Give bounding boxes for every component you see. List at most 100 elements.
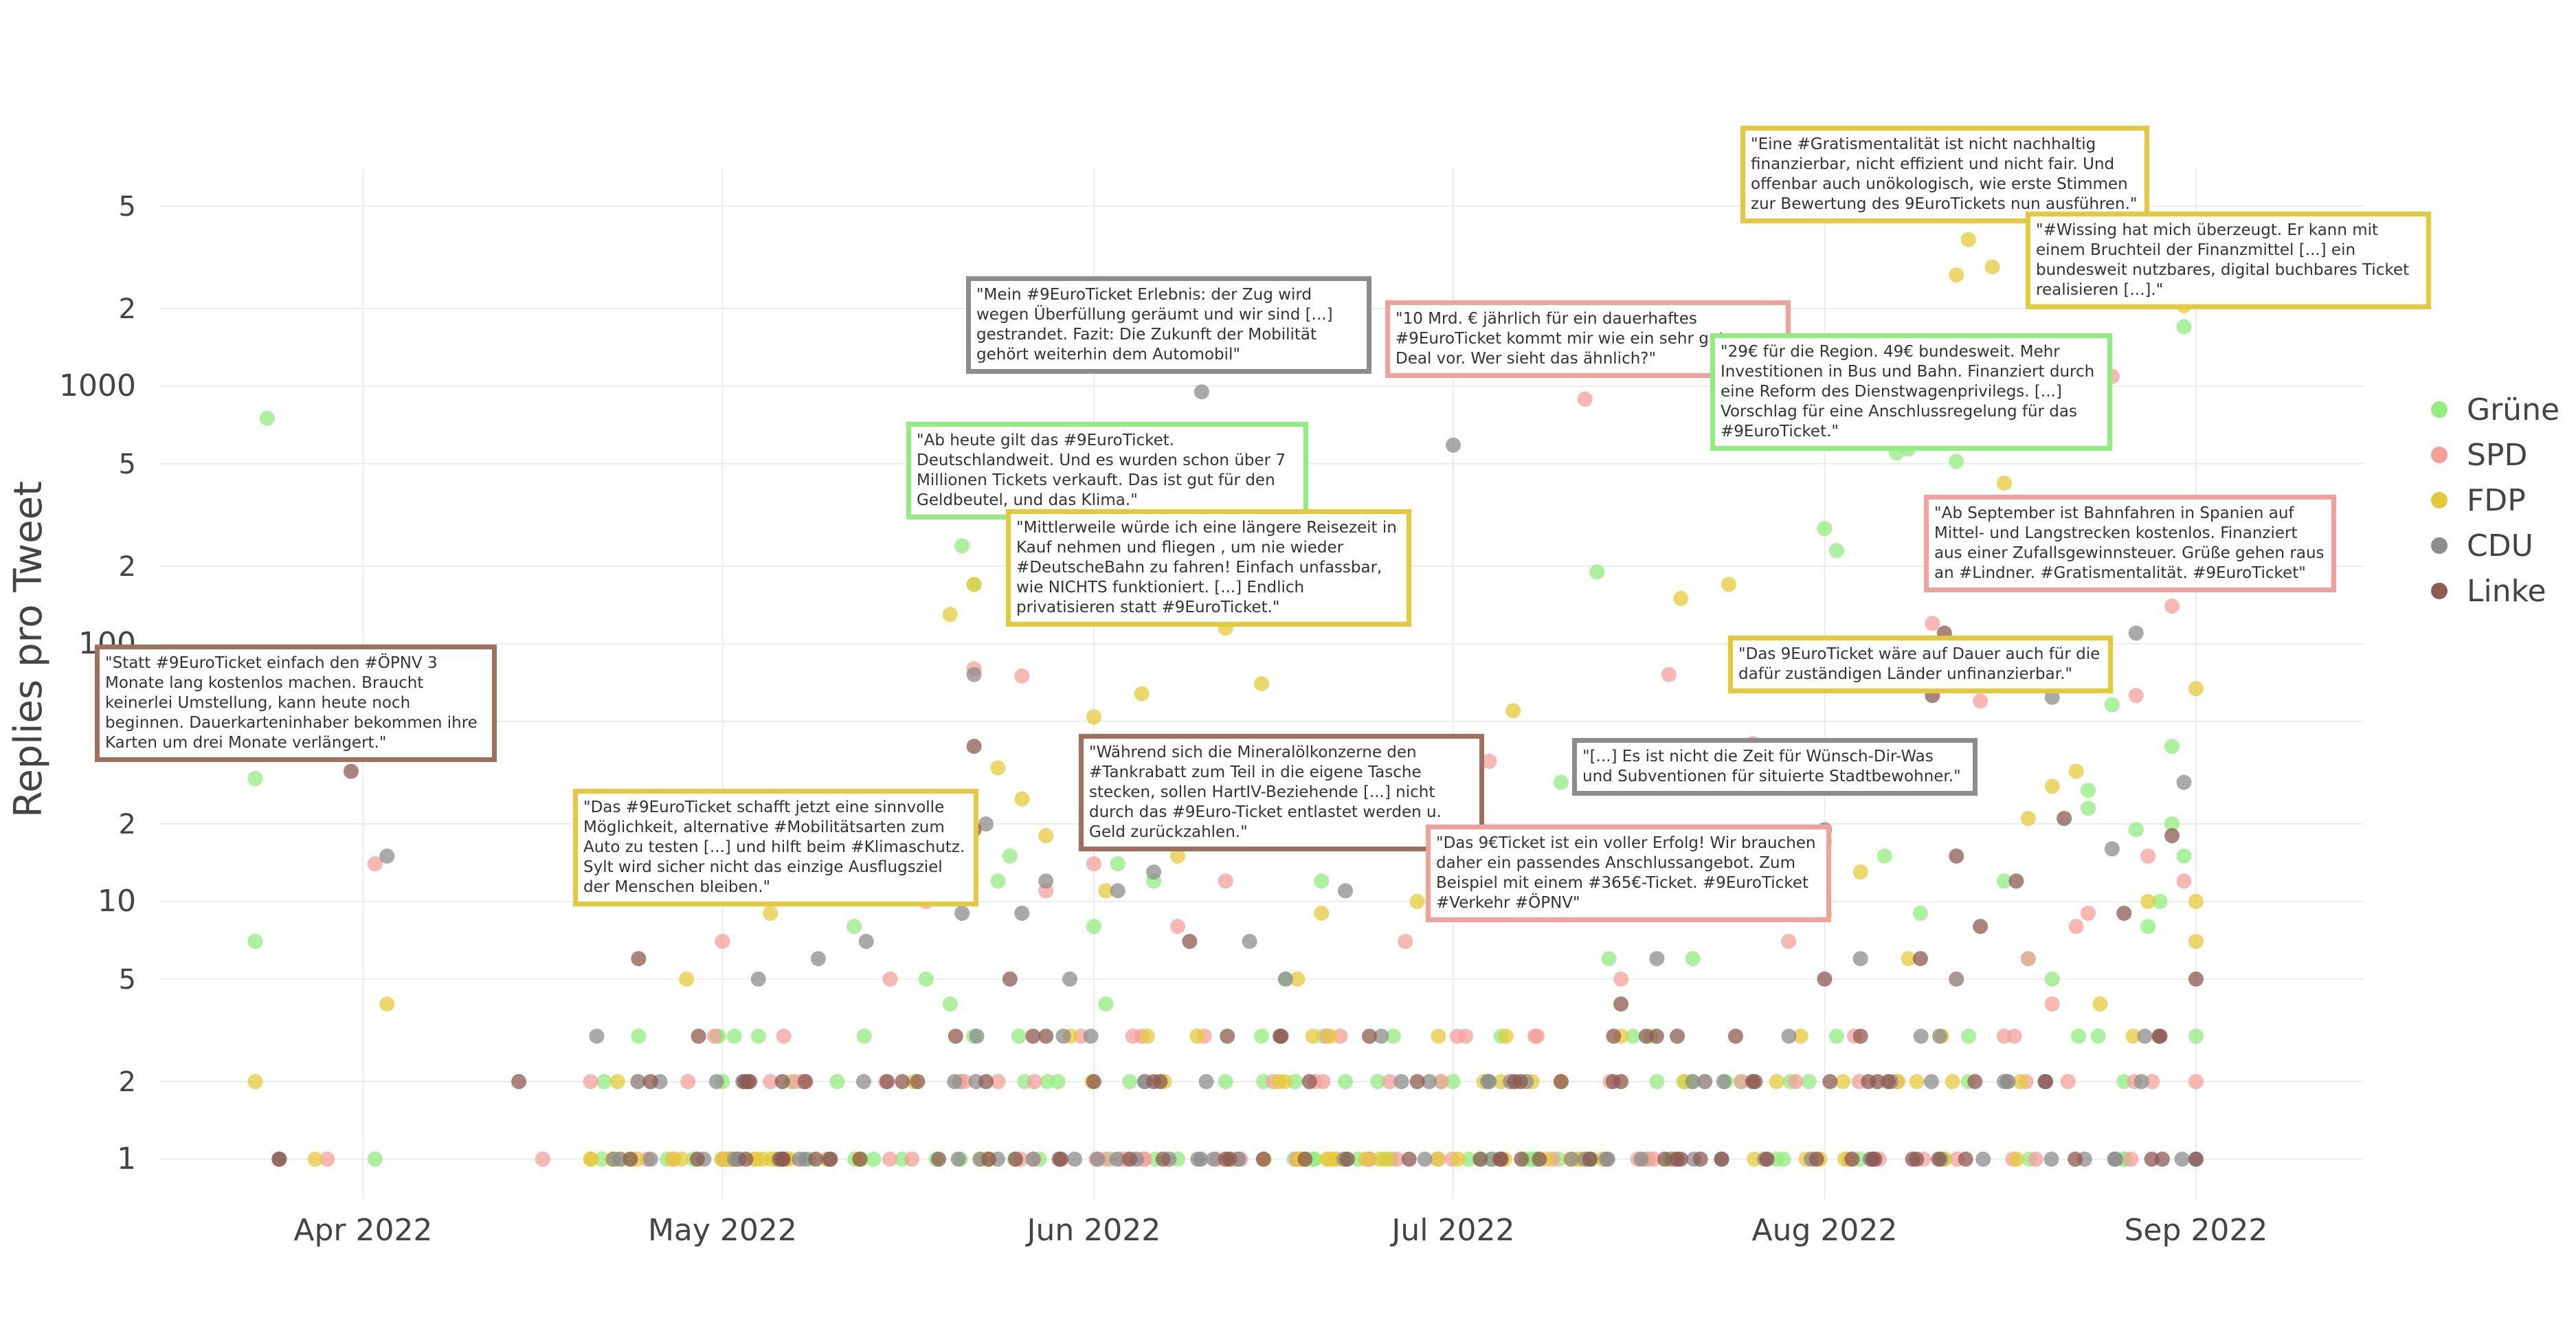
data-point-cdu <box>1913 1028 1929 1044</box>
data-point-linke <box>1512 1074 1528 1090</box>
data-point-fdp <box>714 1151 730 1167</box>
data-point-grne <box>866 1151 882 1167</box>
data-point-grne <box>1601 951 1617 967</box>
data-point-fdp <box>307 1151 323 1167</box>
data-point-fdp <box>966 577 982 592</box>
data-point-grne <box>1086 919 1101 935</box>
data-point-cdu <box>1949 971 1964 987</box>
data-point-cdu <box>1374 1028 1389 1044</box>
data-point-spd <box>1925 616 1940 631</box>
data-point-fdp <box>1960 232 1976 247</box>
data-point-linke <box>511 1074 527 1090</box>
annotation-box: "[...] Es ist nicht die Zeit für Wünsch-… <box>1572 738 1978 796</box>
data-point-spd <box>1433 1074 1449 1090</box>
data-point-grne <box>2164 816 2180 832</box>
data-point-fdp <box>247 1074 263 1090</box>
data-point-spd <box>763 1074 779 1090</box>
data-point-linke <box>2188 971 2204 987</box>
data-point-grne <box>2152 893 2168 909</box>
data-point-grne <box>1122 1074 1138 1090</box>
data-point-cdu <box>855 1074 871 1090</box>
data-point-linke <box>1582 1151 1598 1167</box>
legend-marker <box>2431 447 2448 463</box>
data-point-linke <box>1759 1151 1775 1167</box>
annotation-box: "#Wissing hat mich überzeugt. Er kann mi… <box>2026 212 2431 309</box>
data-point-cdu <box>810 951 826 967</box>
data-point-spd <box>1781 934 1797 949</box>
y-tick-label: 2 <box>119 293 136 325</box>
data-point-cdu <box>2043 1151 2059 1167</box>
data-point-cdu <box>630 1074 646 1090</box>
data-point-grne <box>1828 1028 1844 1044</box>
data-point-linke <box>1861 1074 1877 1090</box>
data-point-linke <box>2038 1074 2054 1090</box>
data-point-fdp <box>942 607 958 623</box>
data-point-grne <box>1685 951 1701 967</box>
data-point-fdp <box>2140 893 2156 909</box>
data-point-linke <box>2057 811 2072 827</box>
data-point-linke <box>1339 1151 1355 1167</box>
data-point-linke <box>1905 1151 1920 1167</box>
data-point-fdp <box>1271 1074 1287 1090</box>
data-point-grne <box>726 1028 742 1044</box>
y-tick-label: 10 <box>98 884 136 919</box>
data-point-cdu <box>2044 689 2060 705</box>
data-point-grne <box>2081 801 2096 816</box>
data-point-linke <box>1025 1028 1041 1044</box>
legend-marker <box>2431 401 2448 418</box>
data-point-fdp <box>1086 709 1101 725</box>
data-point-fdp <box>1322 1028 1338 1044</box>
data-point-grne <box>1877 848 1892 864</box>
data-point-linke <box>1880 1074 1896 1090</box>
data-point-linke <box>1222 1151 1237 1167</box>
data-point-linke <box>880 1074 895 1090</box>
data-point-spd <box>2128 688 2144 704</box>
annotation-box: "Ab heute gilt das #9EuroTicket. Deutsch… <box>906 422 1308 519</box>
data-point-cdu <box>1685 1074 1701 1090</box>
annotation-box: "Ab September ist Bahnfahren in Spanien … <box>1924 495 2336 592</box>
data-point-linke <box>1492 1151 1508 1167</box>
data-point-fdp <box>2020 811 2036 827</box>
data-point-spd <box>1527 1028 1543 1044</box>
data-point-fdp <box>609 1074 625 1090</box>
data-point-cdu <box>1649 951 1665 967</box>
data-point-spd <box>776 1028 792 1044</box>
data-point-spd <box>583 1074 598 1090</box>
data-point-cdu <box>950 1151 966 1167</box>
y-tick-label: 2 <box>119 809 136 840</box>
data-point-spd <box>2123 1151 2139 1167</box>
data-point-grne <box>954 538 970 554</box>
data-point-spd <box>2188 1074 2204 1090</box>
data-point-linke <box>808 1151 824 1167</box>
data-point-linke <box>1472 1151 1488 1167</box>
data-point-grne <box>596 1074 612 1090</box>
data-point-fdp <box>1835 1074 1851 1090</box>
data-point-fdp <box>1673 590 1689 606</box>
data-point-linke <box>2008 873 2024 889</box>
data-point-grne <box>2188 1028 2204 1044</box>
data-point-fdp <box>1901 951 1916 967</box>
data-point-grne <box>1338 1074 1354 1090</box>
data-point-fdp <box>674 1151 690 1167</box>
annotation-box: "Das 9€Ticket ist ein voller Erfolg! Wir… <box>1426 825 1831 922</box>
data-point-spd <box>320 1151 335 1167</box>
data-point-spd <box>1577 391 1593 407</box>
data-point-linke <box>631 951 647 967</box>
data-point-grne <box>594 1151 610 1167</box>
data-point-linke <box>1657 1151 1672 1167</box>
data-point-cdu <box>1716 1074 1732 1090</box>
legend-label: Linke <box>2467 574 2546 609</box>
data-point-fdp <box>1169 848 1185 864</box>
data-point-cdu <box>1194 384 1209 400</box>
data-point-cdu <box>978 816 994 832</box>
data-point-linke <box>1714 1151 1729 1167</box>
data-point-grne <box>1801 1074 1817 1090</box>
data-point-fdp <box>1134 686 1150 702</box>
data-point-spd <box>715 934 730 949</box>
data-point-linke <box>966 739 982 754</box>
data-point-linke <box>1808 1151 1824 1167</box>
data-point-cdu <box>1055 1028 1071 1044</box>
data-point-linke <box>981 1151 996 1167</box>
data-point-cdu <box>2176 774 2192 790</box>
data-point-linke <box>822 1151 838 1167</box>
